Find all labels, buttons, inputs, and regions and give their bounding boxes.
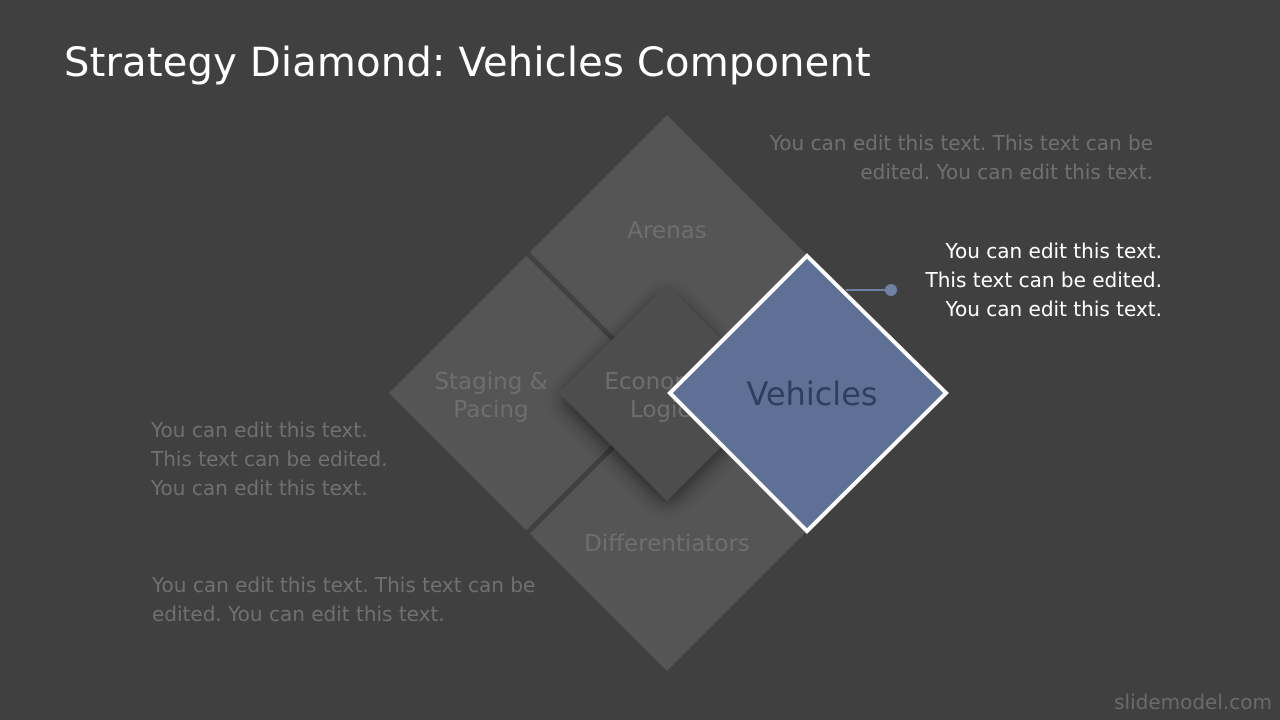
note-left: You can edit this text. This text can be…	[151, 418, 388, 500]
vehicles-tile-overlay	[667, 253, 949, 534]
staging-label-line2: Pacing	[453, 397, 528, 423]
vehicles-label: Vehicles	[746, 375, 877, 413]
staging-label-line1: Staging &	[434, 369, 547, 395]
note-top-right: You can edit this text. This text can be…	[769, 131, 1153, 184]
arenas-label: Arenas	[627, 218, 707, 244]
differentiators-label: Differentiators	[584, 531, 750, 557]
note-vehicles: You can edit this text. This text can be…	[925, 239, 1162, 321]
watermark: slidemodel.com	[1114, 690, 1272, 714]
connector-dot	[885, 284, 897, 296]
note-bottom-left: You can edit this text. This text can be…	[152, 573, 536, 626]
slide-title: Strategy Diamond: Vehicles Component	[64, 40, 871, 86]
